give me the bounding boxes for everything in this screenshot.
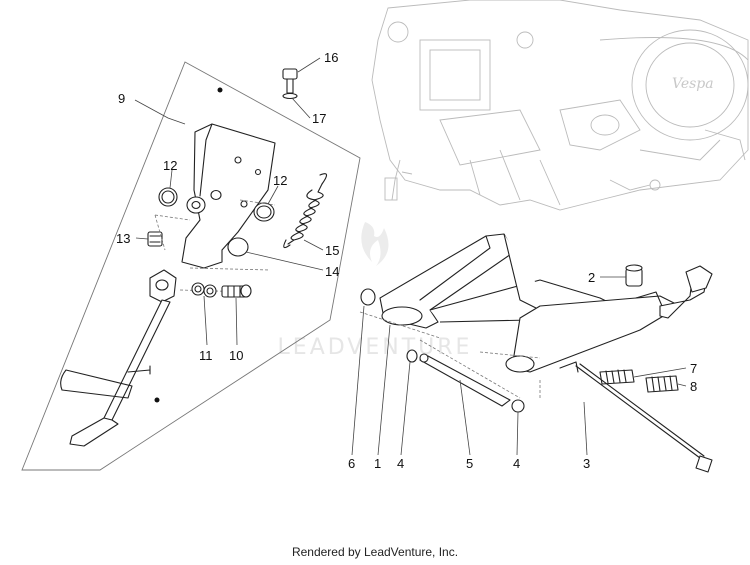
bush-14 <box>227 237 249 257</box>
callout-15: 15 <box>325 243 339 258</box>
callout-1: 1 <box>374 456 381 471</box>
side-stand-assembly-frame <box>21 61 361 471</box>
callout-3: 3 <box>583 456 590 471</box>
watermark-text: LEADVENTURE <box>278 335 473 360</box>
bolt-16 <box>282 68 298 94</box>
engine-illustration: Vespa <box>371 0 749 211</box>
spring-15 <box>283 173 328 249</box>
footer-credit: Rendered by LeadVenture, Inc. <box>291 545 459 559</box>
bolt-3 <box>575 363 713 473</box>
leader-lines <box>134 57 687 456</box>
circlip-4-right <box>511 399 525 413</box>
washer-11 <box>191 282 217 298</box>
spring-8 <box>645 375 679 393</box>
spring-7 <box>599 369 635 385</box>
clip-13 <box>147 231 163 247</box>
callout-13: 13 <box>116 231 130 246</box>
pin-5 <box>419 353 511 407</box>
svg-text:Vespa: Vespa <box>672 76 714 92</box>
washer-17 <box>282 92 298 100</box>
callout-14: 14 <box>325 264 339 279</box>
pivot-pin-10 <box>221 284 252 298</box>
watermark: LEADVENTURE <box>278 222 473 360</box>
callout-2: 2 <box>588 270 595 285</box>
callout-10: 10 <box>229 348 243 363</box>
bush-6 <box>360 288 376 306</box>
assembly-line <box>154 199 276 293</box>
callout-7: 7 <box>690 361 697 376</box>
callout-6: 6 <box>348 456 355 471</box>
reference-dot-bottom <box>154 397 160 403</box>
callout-16: 16 <box>324 50 338 65</box>
callout-4-left: 4 <box>397 456 404 471</box>
assembly-line <box>359 311 541 400</box>
callout-5: 5 <box>466 456 473 471</box>
centre-stand-frame <box>379 233 713 373</box>
callout-17: 17 <box>312 111 326 126</box>
circlip-4-left <box>406 349 418 363</box>
callout-11: 11 <box>199 348 213 363</box>
callout-12-left: 12 <box>163 158 177 173</box>
callout-9: 9 <box>118 91 125 106</box>
callout-4-right: 4 <box>513 456 520 471</box>
callout-12-right: 12 <box>273 173 287 188</box>
side-stand-leg <box>60 269 177 447</box>
rubber-buffer-2 <box>625 264 643 287</box>
reference-dot-top <box>217 87 223 93</box>
callout-8: 8 <box>690 379 697 394</box>
